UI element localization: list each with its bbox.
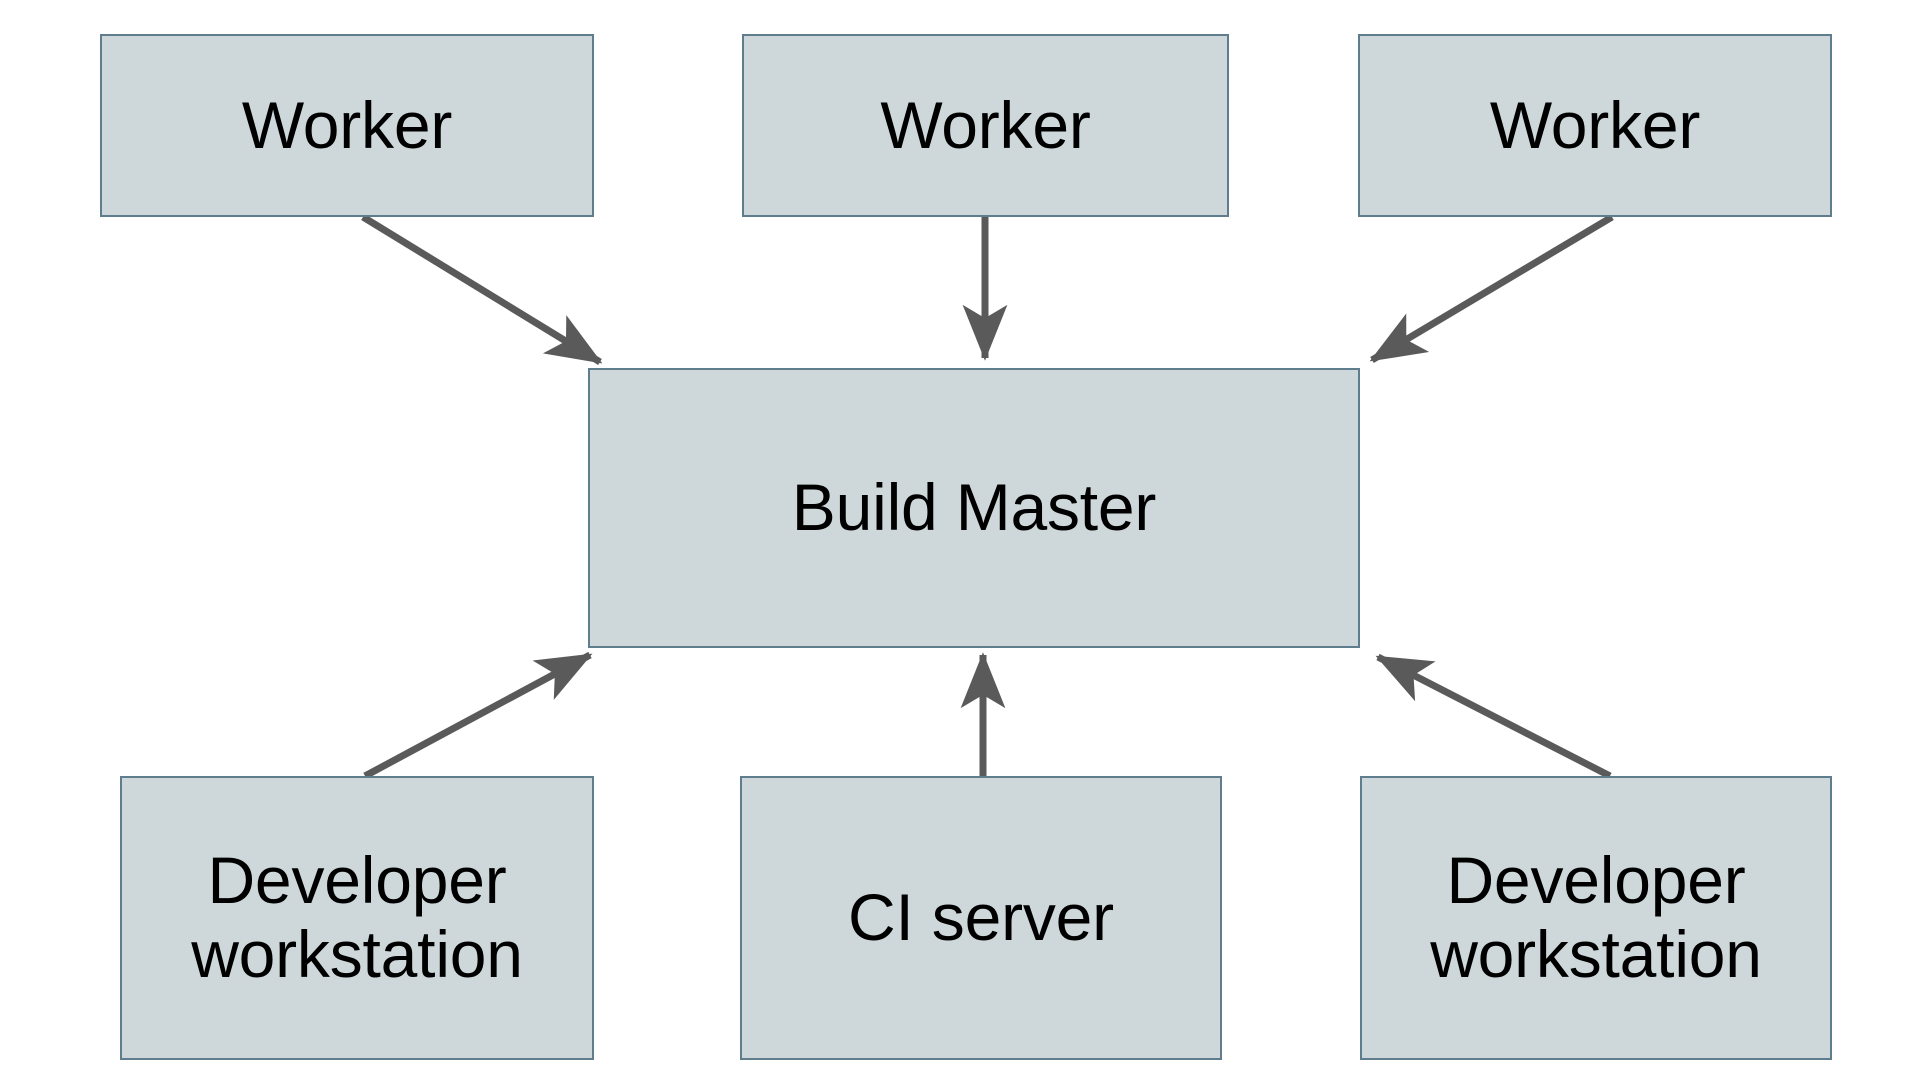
node-worker-1[interactable]: Worker [100, 34, 594, 217]
node-developer-workstation-right[interactable]: Developer workstation [1360, 776, 1832, 1060]
node-label: Developer workstation [191, 843, 523, 991]
edge-worker3-to-build-master [1369, 213, 1614, 364]
node-label: CI server [848, 880, 1114, 955]
node-label: Worker [880, 87, 1091, 162]
edge-dev2-to-build-master [1375, 653, 1612, 780]
node-label: Worker [241, 87, 453, 162]
edge-worker1-to-build-master [361, 214, 603, 365]
node-worker-2[interactable]: Worker [742, 34, 1229, 217]
node-label: Build Master [791, 470, 1157, 545]
node-build-master[interactable]: Build Master [588, 368, 1360, 648]
node-ci-server[interactable]: CI server [740, 776, 1222, 1060]
node-developer-workstation-left[interactable]: Developer workstation [120, 776, 594, 1060]
edge-dev1-to-build-master [363, 651, 593, 780]
node-label: Worker [1489, 87, 1701, 162]
node-worker-3[interactable]: Worker [1358, 34, 1832, 217]
node-label: Developer workstation [1430, 843, 1762, 991]
